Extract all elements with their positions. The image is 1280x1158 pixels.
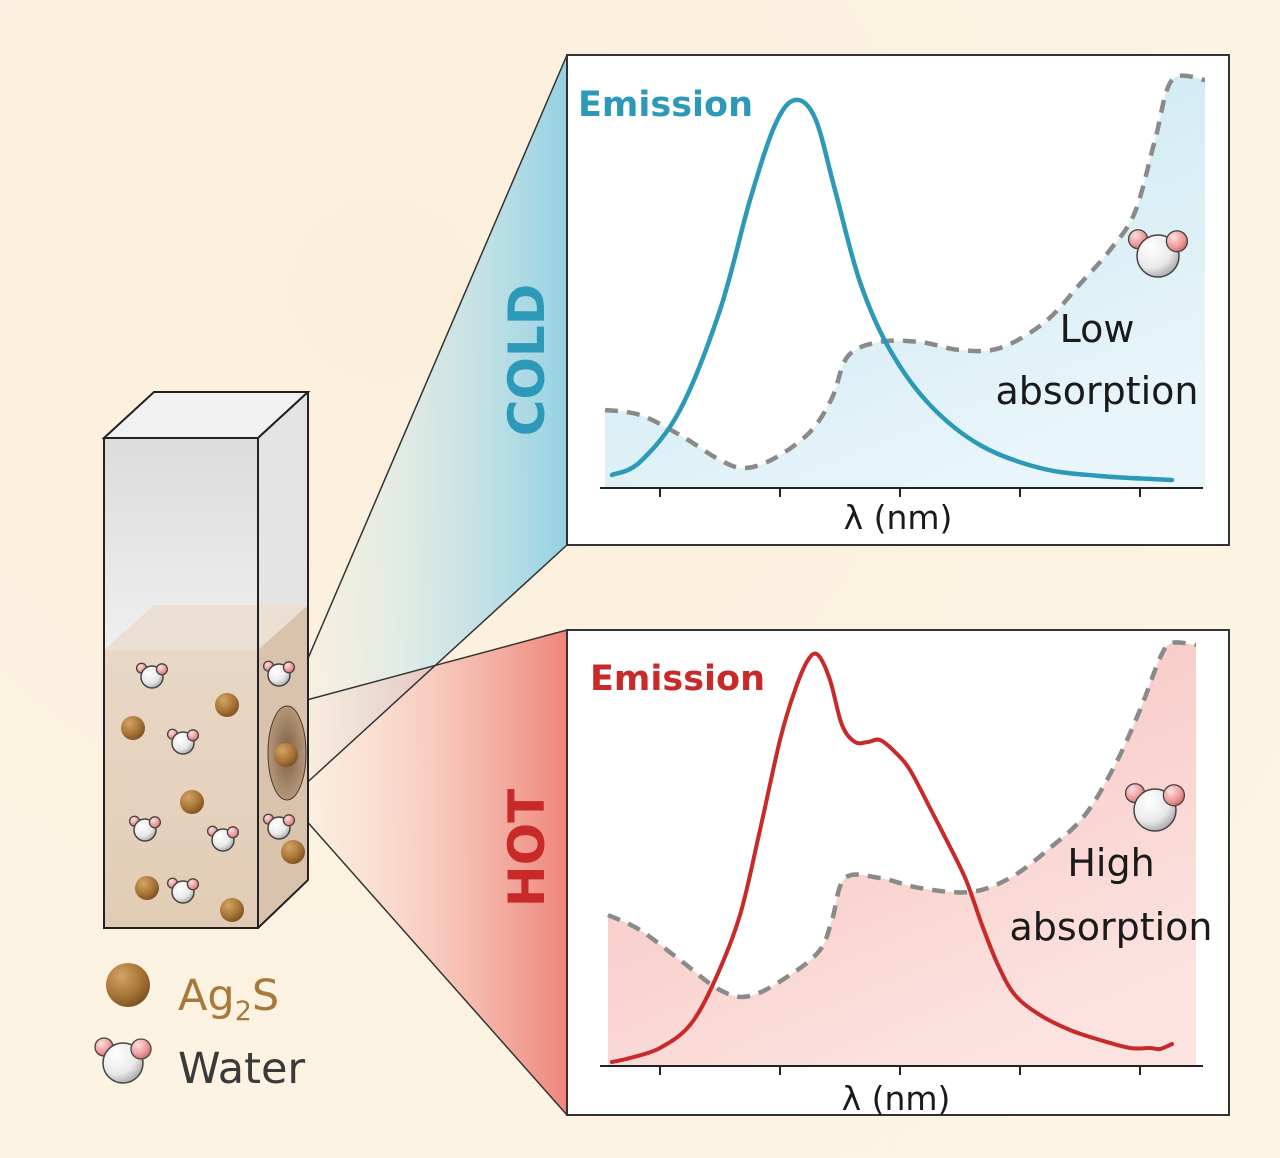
cold-emission-curve: [609, 97, 1175, 483]
hydrogen-atom: [155, 663, 169, 676]
cold-emission-label: Emission: [578, 85, 753, 125]
ag2s-label-tail: S: [252, 971, 279, 1021]
ag2s-label-subscript: 2: [235, 996, 252, 1027]
hot-absorption-label-line2: absorption: [1010, 905, 1213, 949]
ag2s-nanoparticle: [220, 898, 244, 922]
cold-x-ticks: [659, 488, 1141, 497]
hot-state-label: HOT: [498, 789, 556, 907]
cuvette-edges: [103, 391, 309, 929]
cold-beam: [288, 55, 567, 800]
cold-state-label: COLD: [498, 284, 556, 437]
ag2s-nanoparticle: [121, 716, 145, 740]
hot-emission-label: Emission: [590, 659, 765, 699]
water-molecule-icon: [94, 1037, 152, 1084]
hydrogen-atom: [130, 1038, 152, 1060]
water-molecule: [166, 728, 200, 755]
hydrogen-atom: [186, 729, 200, 742]
hot-absorption-label-line1: High: [1067, 841, 1154, 885]
cuvette-side-glass: [258, 392, 308, 650]
hydrogen-atom: [1165, 230, 1189, 253]
cold-water-molecule-icon: [1127, 229, 1189, 278]
ag2s-legend-label: Ag2S: [178, 971, 279, 1027]
hot-panel: Emission High absorption λ (nm): [566, 629, 1230, 1118]
beam-edges: [287, 54, 568, 1116]
hot-x-axis-label: λ (nm): [842, 1079, 951, 1118]
ag2s-nanoparticle: [215, 693, 239, 717]
cold-absorption-label-line2: absorption: [996, 369, 1199, 413]
cuvette-icon: [101, 391, 311, 929]
legend: Ag2S Water: [94, 963, 305, 1094]
cold-absorption-label-line1: Low: [1060, 307, 1135, 351]
cold-panel: Emission Low absorption λ (nm): [566, 54, 1230, 546]
ag2s-label-main: Ag: [178, 971, 235, 1021]
water-molecule: [166, 877, 200, 904]
hydrogen-atom: [282, 661, 296, 674]
water-molecule: [262, 813, 296, 840]
hot-absorption-curve: [607, 640, 1197, 1000]
hot-x-ticks: [659, 1066, 1141, 1075]
hydrogen-atom: [1162, 784, 1186, 807]
hydrogen-atom: [226, 826, 240, 839]
cold-x-axis-label: λ (nm): [844, 498, 953, 537]
water-legend-label: Water: [178, 1044, 305, 1094]
hydrogen-atom: [282, 814, 296, 827]
cuvette-particles: [121, 660, 305, 922]
hot-emission-curve: [610, 651, 1174, 1064]
cuvette-front-glass: [104, 438, 258, 650]
water-molecule: [262, 660, 296, 687]
cold-absorption-curve: [604, 73, 1206, 471]
water-molecule: [135, 662, 169, 689]
ag2s-nanoparticle: [274, 743, 298, 767]
hydrogen-atom: [148, 816, 162, 829]
ag2s-nanoparticle: [135, 876, 159, 900]
ag2s-nanoparticle-icon: [106, 963, 150, 1007]
hot-beam: [288, 630, 567, 1115]
water-molecule: [206, 825, 240, 852]
ag2s-nanoparticle: [180, 790, 204, 814]
hydrogen-atom: [186, 878, 200, 891]
cold-absorption-fill: [605, 75, 1205, 489]
water-molecule: [128, 815, 162, 842]
ag2s-nanoparticle: [281, 840, 305, 864]
hot-absorption-fill: [608, 642, 1196, 1066]
hot-water-molecule-icon: [1124, 783, 1186, 832]
liquid-front: [104, 650, 258, 928]
